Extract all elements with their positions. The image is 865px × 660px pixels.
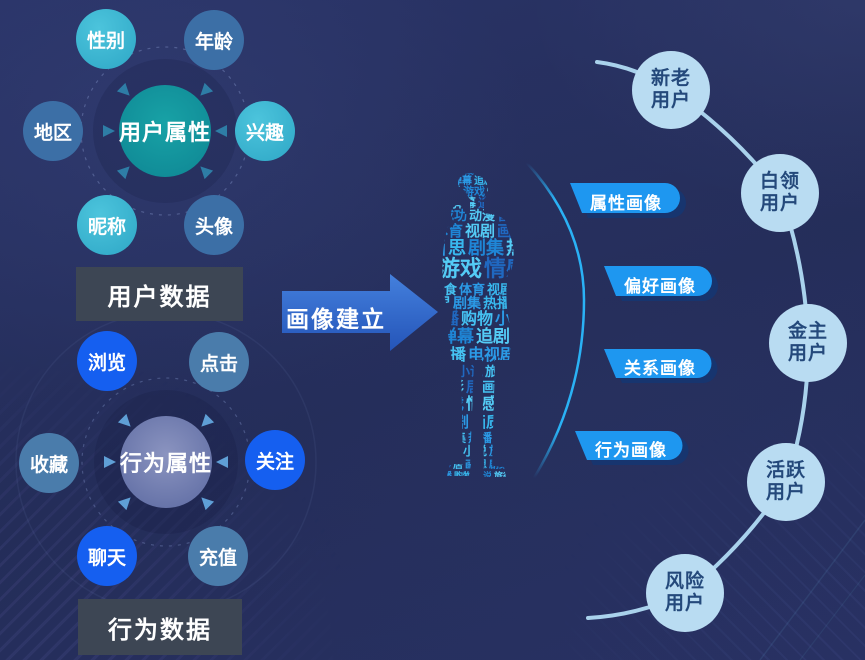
satellite-browse: 浏览 — [77, 331, 137, 391]
satellite-follow: 关注 — [245, 430, 305, 490]
satellite-avatar: 头像 — [184, 195, 244, 255]
group-new-old-users: 新老用户 — [632, 51, 710, 129]
group-white-collar-users: 白领用户 — [741, 154, 819, 232]
decor-line-1 — [759, 519, 865, 660]
satellite-chat: 聊天 — [77, 526, 137, 586]
tag-relation-portrait: 关系画像 — [624, 359, 696, 378]
group-paying-users: 金主用户 — [769, 304, 847, 382]
tag-behavior-portrait: 行为画像 — [595, 441, 667, 460]
transform-arrow — [282, 274, 438, 351]
hub-user-center: 用户属性 — [119, 85, 211, 177]
arrow-label: 画像建立 — [286, 306, 386, 332]
tag-preference-portrait: 偏好画像 — [624, 277, 696, 296]
group-active-users: 活跃用户 — [747, 443, 825, 521]
hub-behavior-label: 行为属性 — [120, 451, 213, 476]
decor-line-2 — [799, 574, 865, 660]
satellite-click: 点击 — [189, 332, 249, 392]
satellite-gender: 性别 — [76, 9, 136, 69]
satellite-favorite: 收藏 — [19, 433, 79, 493]
figure-arc — [525, 161, 586, 480]
tag-attribute-portrait: 属性画像 — [590, 194, 662, 213]
caption-behavior-data: 行为数据 — [78, 599, 242, 655]
portrait-tag-shapes — [570, 183, 718, 465]
satellite-age: 年龄 — [184, 10, 244, 70]
hub-behavior-center: 行为属性 — [120, 416, 212, 508]
group-risk-users: 风险用户 — [646, 554, 724, 632]
hub-user-label: 用户属性 — [119, 120, 212, 145]
caption-user-data: 用户数据 — [76, 267, 243, 321]
satellite-region: 地区 — [23, 101, 83, 161]
satellite-nickname: 昵称 — [77, 195, 137, 255]
satellite-recharge: 充值 — [188, 526, 248, 586]
satellite-interest: 兴趣 — [235, 101, 295, 161]
